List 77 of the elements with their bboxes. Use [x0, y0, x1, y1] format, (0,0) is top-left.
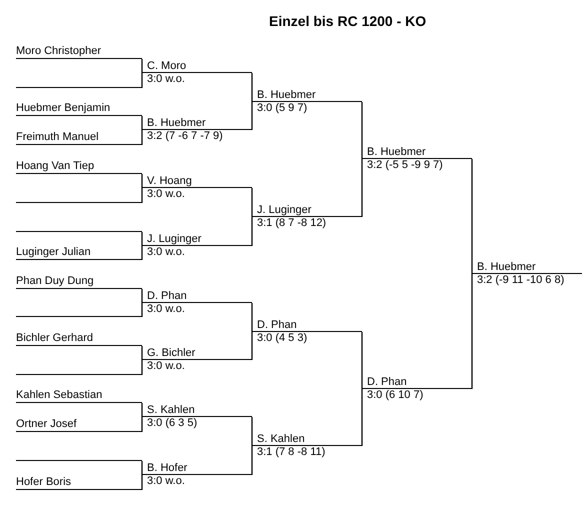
match-score: 3:0 (6 10 7) [367, 389, 424, 401]
empty-slot-line [16, 374, 142, 375]
match-score: 3:0 (6 3 5) [147, 417, 198, 429]
match-score: 3:0 w.o. [147, 73, 185, 85]
bracket-connector [141, 360, 143, 376]
winner-name: J. Luginger [147, 233, 202, 245]
player-name: Bichler Gerhard [16, 332, 142, 346]
match-score: 3:2 (-9 11 -10 6 8) [477, 274, 564, 286]
winner-name: D. Phan [147, 290, 187, 302]
winner-name: B. Hofer [147, 462, 188, 474]
player-name: Ortner Josef [16, 418, 142, 432]
bracket-connector [141, 460, 143, 475]
bracket-connector [361, 101, 363, 159]
bracket-connector [361, 331, 363, 389]
match-score: 3:0 w.o. [147, 475, 185, 487]
empty-slot-line [16, 202, 142, 203]
match-score: 3:1 (7 8 -8 11) [257, 446, 326, 458]
bracket-connector [251, 416, 253, 446]
bracket-connector [141, 115, 143, 130]
bracket-connector [361, 389, 363, 447]
match-score: 3:0 (5 9 7) [257, 102, 308, 114]
bracket-connector [141, 402, 143, 417]
bracket-connector [141, 130, 143, 146]
winner-name: B. Huebmer [257, 89, 316, 101]
winner-name: J. Luginger [257, 204, 312, 216]
bracket-connector [141, 246, 143, 261]
winner-name: C. Moro [147, 60, 186, 72]
player-name: Kahlen Sebastian [16, 389, 142, 403]
winner-name: S. Kahlen [147, 404, 195, 416]
bracket-connector [361, 159, 363, 218]
player-name: Hoang Van Tiep [16, 160, 142, 174]
bracket-connector [251, 102, 253, 131]
bracket-connector [251, 217, 253, 247]
winner-name: S. Kahlen [257, 433, 305, 445]
match-score: 3:1 (8 7 -8 12) [257, 217, 326, 229]
winner-name: D. Phan [257, 319, 297, 331]
empty-slot-line [16, 460, 142, 461]
winner-name: B. Huebmer [477, 261, 536, 273]
empty-slot-line [16, 231, 142, 232]
winner-name: B. Huebmer [367, 146, 426, 158]
player-name: Phan Duy Dung [16, 275, 142, 289]
player-name: Freimuth Manuel [16, 131, 142, 145]
player-name: Moro Christopher [16, 45, 142, 59]
bracket-connector [471, 158, 473, 274]
bracket-connector [251, 187, 253, 217]
bracket-connector [141, 231, 143, 246]
match-score: 3:0 w.o. [147, 360, 185, 372]
match-score: 3:0 w.o. [147, 188, 185, 200]
bracket-connector [251, 332, 253, 361]
bracket-connector [141, 475, 143, 491]
winner-name: D. Phan [367, 376, 407, 388]
bracket-connector [141, 58, 143, 73]
bracket-connector [141, 345, 143, 360]
empty-slot-line [16, 87, 142, 88]
player-name: Hofer Boris [16, 476, 142, 490]
match-score: 3:0 w.o. [147, 303, 185, 315]
bracket-connector [141, 173, 143, 188]
match-score: 3:0 (4 5 3) [257, 332, 308, 344]
bracket-connector [141, 73, 143, 89]
player-name: Luginger Julian [16, 246, 142, 260]
bracket-connector [141, 303, 143, 318]
winner-name: B. Huebmer [147, 117, 206, 129]
bracket-connector [141, 288, 143, 303]
bracket-connector [141, 188, 143, 204]
match-score: 3:2 (-5 5 -9 9 7) [367, 159, 443, 171]
winner-name: G. Bichler [147, 347, 196, 359]
bracket-connector [471, 274, 473, 390]
match-score: 3:0 w.o. [147, 246, 185, 258]
diagram-title: Einzel bis RC 1200 - KO [269, 13, 426, 29]
player-name: Huebmer Benjamin [16, 102, 142, 116]
winner-name: V. Hoang [147, 175, 192, 187]
bracket-connector [251, 446, 253, 476]
bracket-connector [251, 302, 253, 332]
bracket-connector [251, 72, 253, 102]
match-score: 3:2 (7 -6 7 -7 9) [147, 130, 223, 142]
bracket-connector [141, 417, 143, 433]
empty-slot-line [16, 316, 142, 317]
